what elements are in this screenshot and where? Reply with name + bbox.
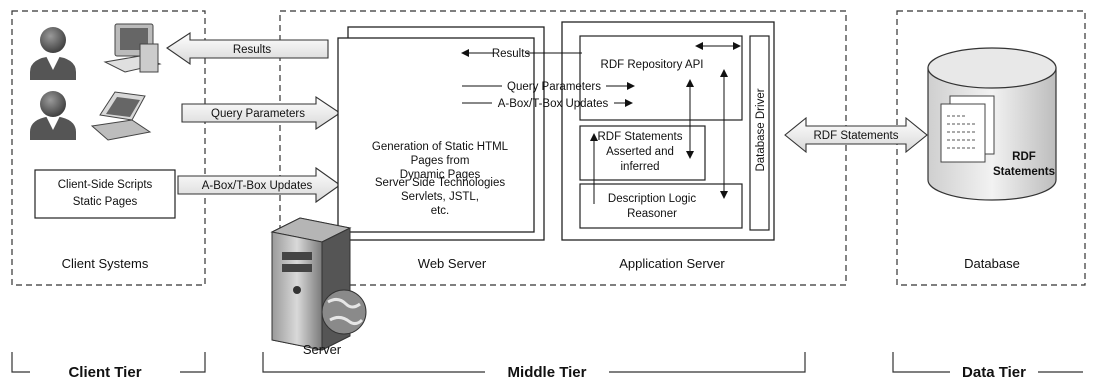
results-arrow: Results (166, 31, 329, 66)
globe-icon (321, 289, 367, 335)
rdf-repository-api-label: RDF Repository API (601, 59, 704, 71)
rdf-statements-arrow-label: RDF Statements (814, 130, 899, 142)
database-rdf-label: RDF (1012, 151, 1036, 163)
query-parameters-arrow-label: Query Parameters (211, 108, 305, 120)
rdf-statements-label: Asserted and (606, 146, 674, 158)
middle-region (279, 10, 847, 286)
application-server-title: Application Server (619, 256, 725, 271)
web-text-line: Server Side Technologies (375, 177, 505, 189)
user-icon (30, 91, 76, 140)
query-parameters-arrow: Query Parameters (181, 95, 341, 131)
client-tier-label: Client Tier (68, 364, 141, 381)
web-text-line: Pages from (411, 155, 470, 167)
rdf-statements-label: inferred (621, 161, 660, 173)
client-systems-region (11, 10, 206, 286)
client-scripts-box (34, 169, 176, 219)
document-stack-icon (940, 95, 995, 163)
reasoner-label: Reasoner (627, 208, 677, 220)
web-text-line: etc. (431, 205, 450, 217)
reasoner-label: Description Logic (608, 193, 696, 205)
user-icon (30, 27, 76, 80)
data-tier-bracket: Data Tier (892, 352, 1083, 381)
rdf-statements-box (579, 125, 706, 181)
abox-tbox-connector: A-Box/T-Box Updates (462, 98, 633, 110)
laptop-icon (90, 91, 152, 141)
static-pages-label: Static Pages (73, 196, 138, 208)
client-systems-title: Client Systems (62, 256, 149, 271)
client-scripts-label: Client-Side Scripts (58, 179, 153, 191)
database-driver-label: Database Driver (755, 88, 767, 171)
web-text-line: Servlets, JSTL, (401, 191, 479, 203)
web-text-line: Dynamic Pages (400, 169, 481, 181)
results-connector: Results (461, 48, 582, 60)
web-server-description: Generation of Static HTML Pages from Dyn… (372, 141, 509, 217)
client-tier-bracket: Client Tier (11, 352, 206, 381)
web-server-box (337, 37, 535, 233)
query-parameters-connector: Query Parameters (462, 81, 635, 93)
database-driver-box (749, 35, 770, 231)
database-statements-label: Statements (993, 166, 1055, 178)
abox-tbox-connector-label: A-Box/T-Box Updates (498, 98, 609, 110)
results-connector-label: Results (492, 48, 531, 60)
abox-tbox-updates-arrow: A-Box/T-Box Updates (177, 166, 341, 204)
rdf-statements-label: RDF Statements (598, 131, 683, 143)
web-server-title: Web Server (418, 256, 487, 271)
database-title: Database (964, 256, 1020, 271)
rdf-statements-arrow: RDF Statements (784, 116, 928, 154)
server-label: Server (303, 342, 342, 357)
query-parameters-connector-label: Query Parameters (507, 81, 601, 93)
middle-tier-bracket: Middle Tier (262, 352, 806, 381)
abox-tbox-updates-arrow-label: A-Box/T-Box Updates (202, 180, 313, 192)
middle-tier-label: Middle Tier (508, 364, 587, 381)
desktop-computer-icon (103, 23, 162, 73)
data-tier-label: Data Tier (962, 364, 1026, 381)
results-arrow-label: Results (233, 44, 272, 56)
database-region (896, 10, 1086, 286)
rdf-repository-api-box (579, 35, 743, 121)
description-logic-reasoner-box (579, 183, 743, 229)
web-text-line: Generation of Static HTML (372, 141, 509, 153)
